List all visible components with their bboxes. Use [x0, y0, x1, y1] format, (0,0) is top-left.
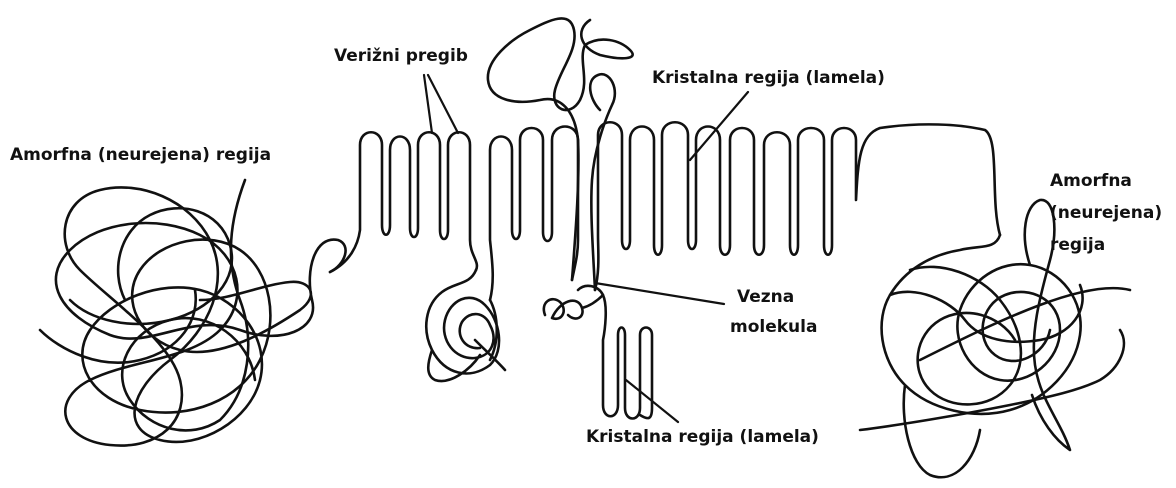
- tie-molecule-label-line1: Vezna: [737, 285, 794, 309]
- amorphous-right-label-line3: regija: [1050, 233, 1105, 257]
- leader-chain-fold-2: [428, 75, 458, 133]
- crystalline-top-label: Kristalna regija (lamela): [652, 66, 885, 90]
- crystalline-lamella-folds: [330, 122, 1000, 300]
- top-loop: [488, 18, 633, 290]
- amorphous-left-label: Amorfna (neurejena) regija: [10, 143, 271, 167]
- amorphous-right-label-line2: (neurejena): [1050, 201, 1162, 225]
- leader-chain-fold-1: [424, 75, 432, 133]
- amorphous-coil-left: [40, 180, 346, 446]
- tie-molecule-label-line2: molekula: [730, 315, 817, 339]
- lower-lamella-folds: [544, 286, 652, 419]
- leader-tie-molecule: [595, 283, 724, 304]
- crystalline-bottom-label: Kristalna regija (lamela): [586, 425, 819, 449]
- amorphous-right-label-line1: Amorfna: [1050, 169, 1132, 193]
- chain-fold-label: Verižni pregib: [334, 44, 468, 68]
